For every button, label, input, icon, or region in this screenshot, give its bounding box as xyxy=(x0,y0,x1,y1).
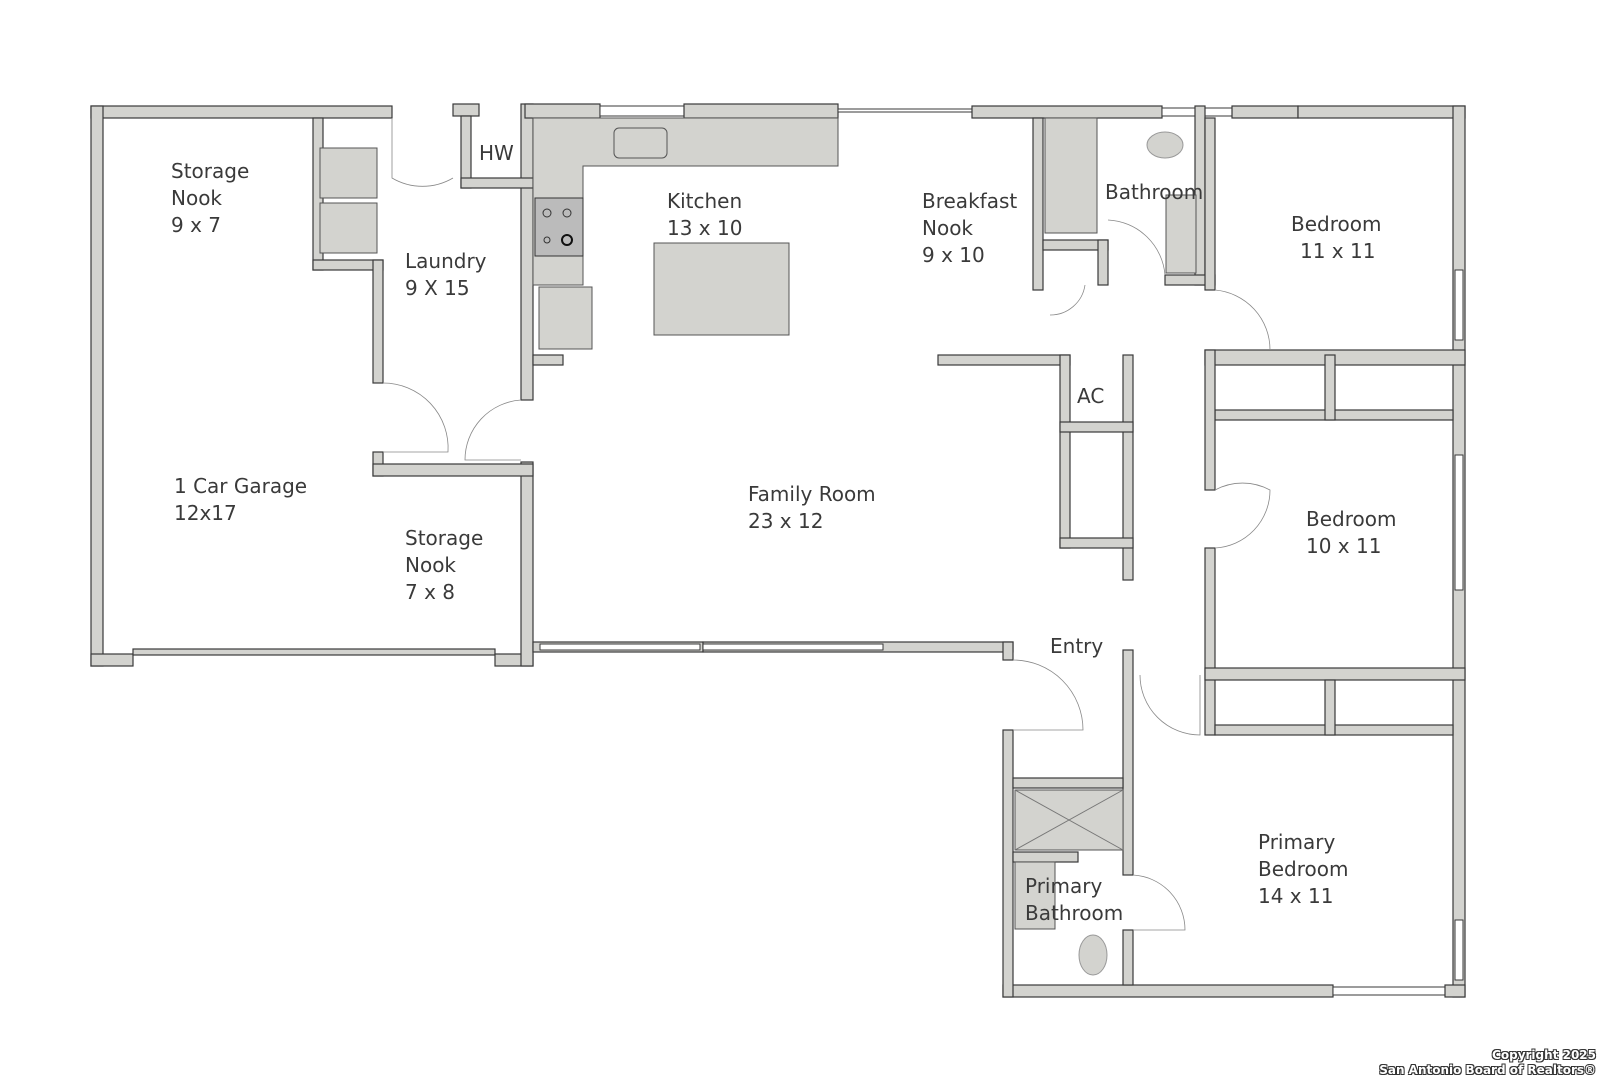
room-label: Bathroom xyxy=(1105,180,1203,204)
toilet-icon xyxy=(1078,934,1108,976)
kitchen-island xyxy=(653,242,790,336)
room-label: HW xyxy=(479,141,514,165)
doors xyxy=(382,118,1271,931)
room-label: AC xyxy=(1077,384,1104,408)
copyright-notice: Copyright 2025 San Antonio Board of Real… xyxy=(1379,1048,1596,1078)
fixtures xyxy=(319,117,1197,976)
walls xyxy=(90,103,1466,998)
stove-icon xyxy=(534,197,584,257)
room-label: Entry xyxy=(1050,634,1103,658)
toilet-icon xyxy=(1146,131,1184,159)
copyright-line: Copyright 2025 xyxy=(1492,1048,1596,1062)
copyright-owner: San Antonio Board of Realtors® xyxy=(1379,1063,1596,1077)
